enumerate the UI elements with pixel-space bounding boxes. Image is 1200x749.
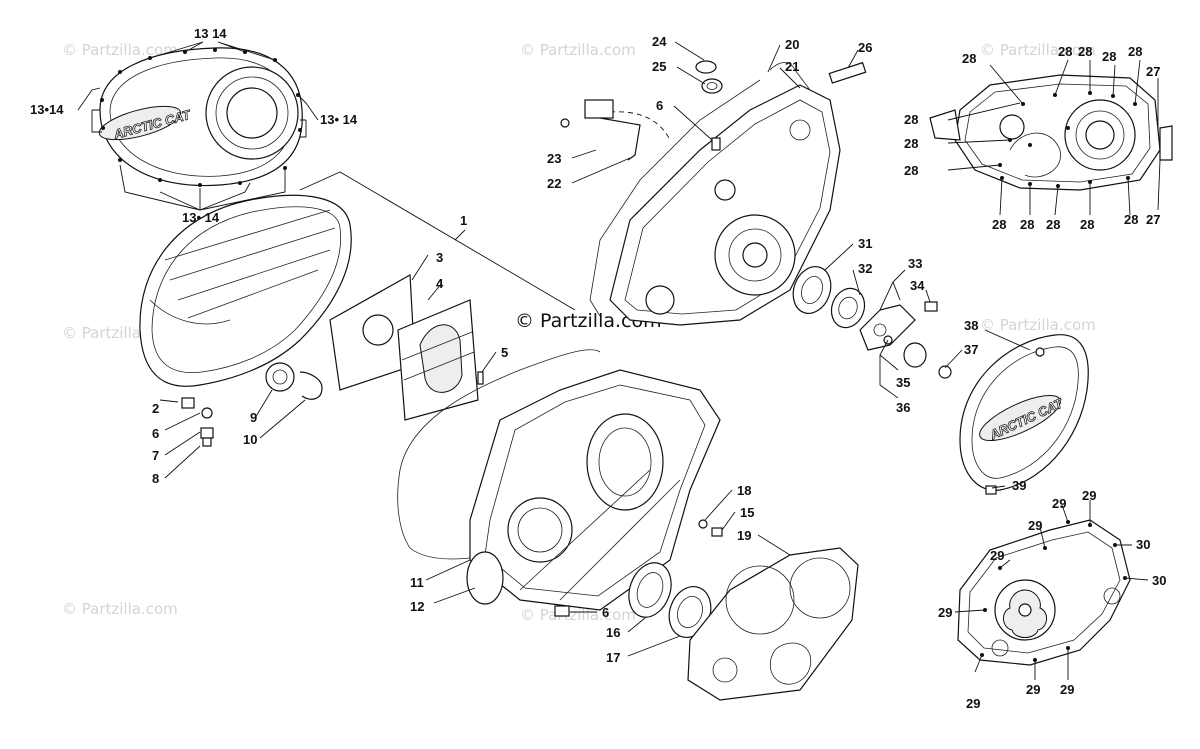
callout-29: 29 [1082, 488, 1096, 503]
watermark: © Partzilla.com [520, 606, 636, 624]
watermark: © Partzilla.com [62, 600, 178, 618]
callout-33: 33 [908, 256, 922, 271]
callout-28: 28 [904, 112, 918, 127]
callout-16: 16 [606, 625, 620, 640]
callout-36: 36 [896, 400, 910, 415]
magneto-cover-38: ARCTIC CAT [959, 334, 1089, 495]
callout-31: 31 [858, 236, 872, 251]
callout-32: 32 [858, 261, 872, 276]
callout-18: 18 [737, 483, 751, 498]
callout-13-14: 13•14 [30, 102, 64, 117]
callout-25: 25 [652, 59, 666, 74]
callout-9: 9 [250, 410, 257, 425]
top-right-cover-detail [929, 59, 1173, 216]
callout-21: 21 [785, 59, 799, 74]
callout-34: 34 [910, 278, 925, 293]
callout-28: 28 [1102, 49, 1116, 64]
callout-26: 26 [858, 40, 872, 55]
callout-6: 6 [602, 605, 609, 620]
seal-bearing-parts [628, 519, 723, 638]
callout-6: 6 [152, 426, 159, 441]
callout-28: 28 [1058, 44, 1072, 59]
callout-38: 38 [964, 318, 978, 333]
callout-8: 8 [152, 471, 159, 486]
callout-29: 29 [1052, 496, 1066, 511]
callout-28: 28 [962, 51, 976, 66]
callout-15: 15 [740, 505, 754, 520]
callout-6: 6 [656, 98, 663, 113]
callout-13-14: 13 14 [194, 26, 227, 41]
clutch-cover-part-1 [139, 171, 576, 447]
callout-29: 29 [1028, 518, 1042, 533]
callout-13-14: 13• 14 [182, 210, 220, 225]
callout-3: 3 [436, 250, 443, 265]
callout-29: 29 [1026, 682, 1040, 697]
callout-29: 29 [990, 548, 1004, 563]
crankcase-half-11 [397, 349, 721, 617]
callout-39: 39 [1012, 478, 1026, 493]
callout-24: 24 [652, 34, 667, 49]
callout-5: 5 [501, 345, 508, 360]
callout-37: 37 [964, 342, 978, 357]
stator-cover-29 [954, 500, 1149, 680]
callout-23: 23 [547, 151, 561, 166]
callout-labels: 13 14 13•14 13• 14 13• 14 1 2 3 4 5 6 7 … [30, 26, 1166, 711]
watermark: © Partzilla.com [980, 316, 1096, 334]
callout-4: 4 [436, 276, 444, 291]
plate-parts-3-4 [329, 274, 484, 421]
callout-28: 28 [1078, 44, 1092, 59]
callout-29: 29 [938, 605, 952, 620]
crankcase-half-upper [560, 60, 867, 326]
callout-20: 20 [785, 37, 799, 52]
callout-29: 29 [966, 696, 980, 711]
callout-29: 29 [1060, 682, 1074, 697]
callout-10: 10 [243, 432, 257, 447]
watermark: © Partzilla.com [520, 41, 636, 59]
callout-27: 27 [1146, 212, 1160, 227]
watermark: © Partzilla.com [62, 41, 178, 59]
callout-19: 19 [737, 528, 751, 543]
callout-28: 28 [1046, 217, 1060, 232]
callout-17: 17 [606, 650, 620, 665]
callout-28: 28 [1020, 217, 1034, 232]
callout-27: 27 [1146, 64, 1160, 79]
callout-12: 12 [410, 599, 424, 614]
callout-2: 2 [152, 401, 159, 416]
callout-7: 7 [152, 448, 159, 463]
callout-22: 22 [547, 176, 561, 191]
callout-28: 28 [904, 136, 918, 151]
callout-30: 30 [1152, 573, 1166, 588]
outer-clutch-cover-detail: ARCTIC CAT [77, 41, 319, 211]
callout-30: 30 [1136, 537, 1150, 552]
callout-35: 35 [896, 375, 910, 390]
callout-28: 28 [1080, 217, 1094, 232]
watermark: © Partzilla.com [980, 41, 1096, 59]
callout-11: 11 [410, 575, 424, 590]
stator-gasket-19 [687, 547, 859, 701]
callout-28: 28 [904, 163, 918, 178]
callout-28: 28 [1128, 44, 1142, 59]
leader-lines [159, 41, 1031, 657]
callout-1: 1 [460, 213, 467, 228]
callout-13-14: 13• 14 [320, 112, 358, 127]
callout-28: 28 [1124, 212, 1138, 227]
callout-28: 28 [992, 217, 1006, 232]
shaft-components [792, 266, 952, 399]
